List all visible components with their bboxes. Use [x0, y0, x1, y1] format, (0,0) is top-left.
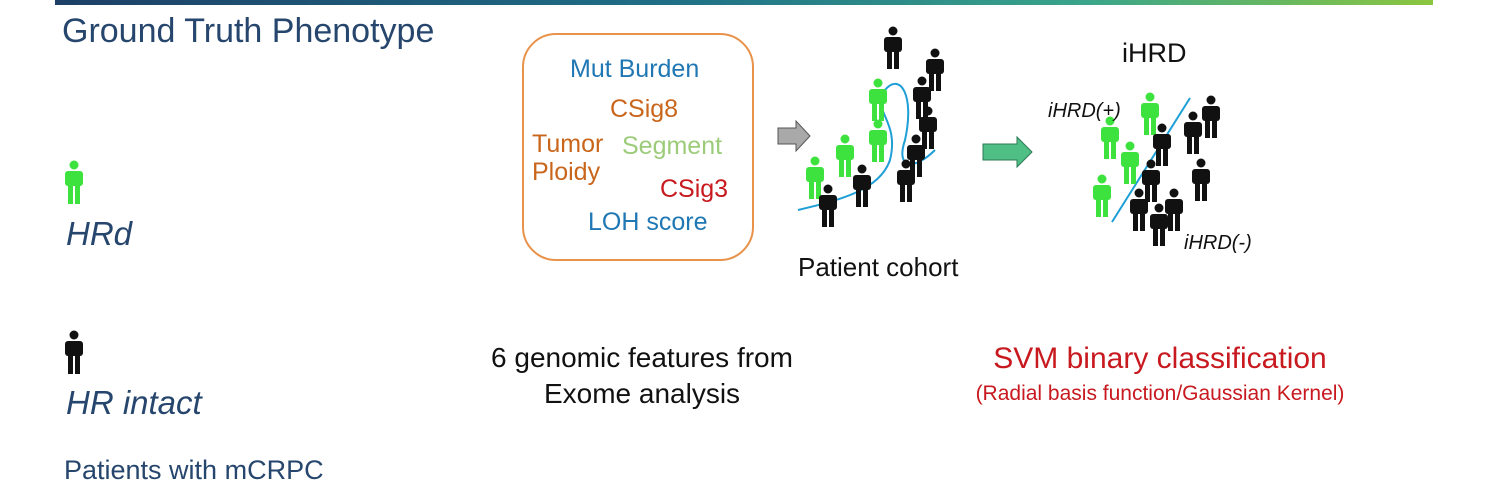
- feature-ploidy: Ploidy: [532, 158, 601, 186]
- person-icon: [1141, 92, 1159, 135]
- person-icon: [869, 119, 887, 162]
- top-gradient-bar: [55, 0, 1433, 5]
- ihrd-negative-label: iHRD(-): [1184, 232, 1252, 254]
- person-icon: [884, 26, 902, 69]
- person-icon: [819, 184, 837, 227]
- person-icon: [806, 156, 824, 199]
- feature-segment: Segment: [622, 132, 723, 160]
- person-icon: [926, 48, 944, 91]
- person-icon: [1192, 158, 1210, 201]
- person-icon: [919, 106, 937, 149]
- cohort-label: Patient cohort: [798, 252, 959, 282]
- ihrd-title: iHRD: [1122, 38, 1187, 68]
- features-caption-line1: 6 genomic features from: [491, 342, 793, 373]
- feature-box: [522, 33, 754, 261]
- person-icon: [1184, 111, 1202, 154]
- feature-csig3: CSig3: [660, 175, 729, 203]
- hrd-person-icon: [65, 160, 83, 204]
- hr-intact-label: HR intact: [66, 384, 202, 421]
- features-caption: 6 genomic features from Exome analysis: [462, 340, 822, 412]
- classifier-title: SVM binary classification: [993, 342, 1327, 375]
- ihrd-positive-label: iHRD(+): [1048, 100, 1121, 122]
- person-icon: [1121, 141, 1139, 184]
- hrd-label: HRd: [66, 215, 133, 252]
- feature-loh-score: LOH score: [588, 208, 708, 236]
- feature-csig8: CSig8: [610, 95, 679, 123]
- intact-person-icon: [65, 330, 83, 374]
- patients-note: Patients with mCRPC: [64, 455, 324, 485]
- person-icon: [1202, 95, 1220, 138]
- person-icon: [836, 134, 854, 177]
- gray-arrow-icon: [777, 119, 811, 153]
- classifier-subtitle: (Radial basis function/Gaussian Kernel): [975, 382, 1345, 405]
- cohort-people: [806, 26, 944, 227]
- feature-mut-burden: Mut Burden: [570, 55, 700, 83]
- features-caption-line2: Exome analysis: [543, 378, 741, 409]
- person-icon: [853, 164, 871, 207]
- person-icon: [1093, 174, 1111, 217]
- feature-tumor: Tumor: [532, 130, 604, 158]
- green-arrow-icon: [982, 135, 1033, 169]
- slide-title: Ground Truth Phenotype: [62, 12, 435, 50]
